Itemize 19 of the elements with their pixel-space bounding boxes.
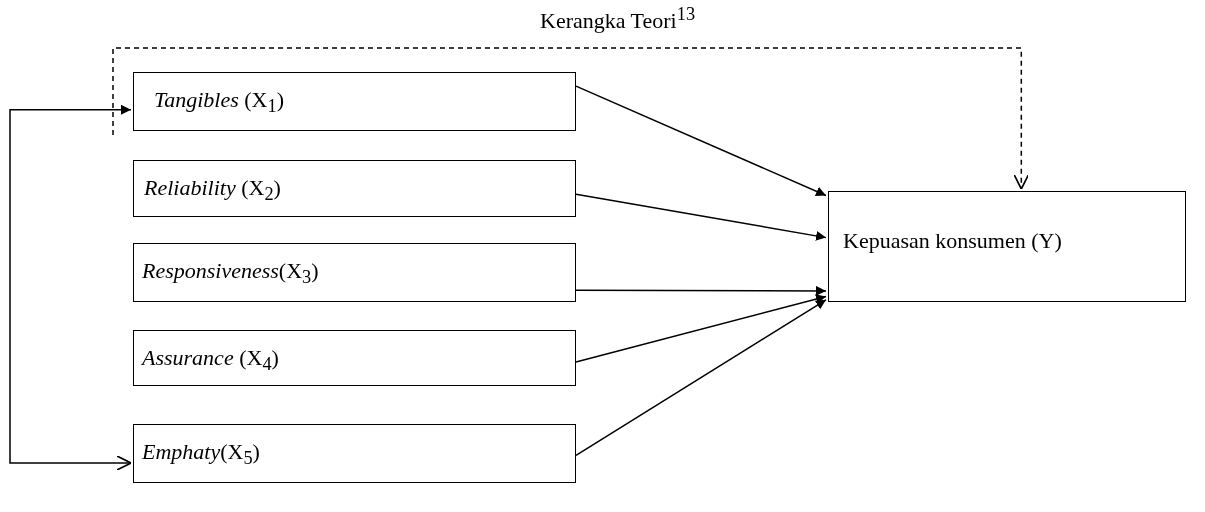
box-label: Assurance (X$_{4}$) (142, 345, 279, 377)
process-box (828, 191, 1186, 302)
box-label: Kepuasan konsumen (Y) (843, 228, 1062, 255)
arrow (9, 104, 132, 471)
process-box (133, 330, 576, 386)
arrow (112, 47, 1030, 190)
process-box (133, 72, 576, 131)
arrow (575, 285, 827, 296)
process-box (133, 243, 576, 302)
box-label: Tangibles (X$_{1}$) (154, 87, 284, 119)
box-label: Responsiveness(X$_{3}$) (142, 258, 319, 290)
arrow (575, 85, 827, 197)
arrow (575, 299, 827, 456)
arrow (575, 193, 827, 241)
box-label: Emphaty(X$_{5}$) (142, 439, 260, 471)
process-box (133, 424, 576, 483)
process-box (133, 160, 576, 217)
box-label: Reliability (X$_{2}$) (144, 175, 281, 207)
arrow (575, 294, 827, 363)
